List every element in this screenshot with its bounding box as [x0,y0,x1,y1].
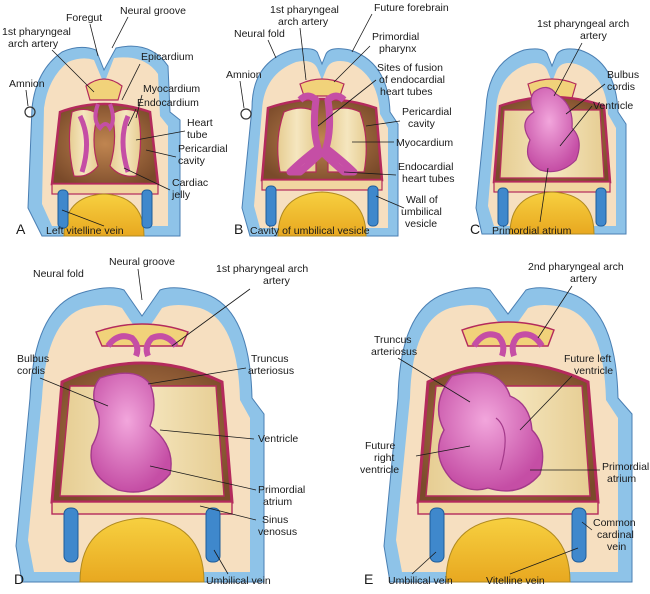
label-primordial-atrium: Primordial atrium [492,225,572,237]
label-amnion: Amnion [226,69,262,81]
panel-D: Neural groove Neural fold 1st pharyngeal… [14,256,308,587]
panel-E: 2nd pharyngeal arch artery Truncus arter… [360,261,649,587]
label-truncus-arteriosus-line2: arteriosus [248,365,294,377]
label-neural-groove: Neural groove [120,5,186,17]
label-cardiac-jelly-line2: jelly [171,189,191,201]
panel-E-leader-lines [397,285,600,575]
label-1st-pharyngeal-arch-artery-line1: 1st pharyngeal arch [537,18,629,30]
label-sinus-venosus-line1: Sinus [262,514,288,526]
label-endocardium: Endocardium [137,97,199,109]
label-vitelline-vein: Vitelline vein [486,575,545,587]
label-common-cardinal-vein-line3: vein [607,541,626,553]
panel-letter-D: D [14,571,24,587]
label-umbilical-vein: Umbilical vein [206,575,271,587]
label-future-right-ventricle-line1: Future [365,440,396,452]
panel-letter-A: A [16,221,26,237]
label-primordial-pharynx-line1: Primordial [372,31,419,43]
label-neural-fold: Neural fold [33,268,84,280]
label-primordial-atrium-line1: Primordial [258,484,305,496]
panel-letter-E: E [364,571,373,587]
panel-C-labels: 1st pharyngeal arch artery Bulbus cordis… [470,18,639,237]
label-1st-pharyngeal-arch-artery-line2: artery [580,30,608,42]
panel-B-labels: 1st pharyngeal arch artery Neural fold F… [226,2,455,237]
label-bulbus-cordis-line2: cordis [17,365,45,377]
label-truncus-arteriosus-line1: Truncus [374,334,412,346]
label-cardiac-jelly-line1: Cardiac [172,177,208,189]
panel-E-drawing [383,287,633,583]
label-1st-pharyngeal-arch-artery-line1: 1st pharyngeal [270,4,339,16]
label-sinus-venosus-line2: venosus [258,526,297,538]
label-myocardium: Myocardium [396,137,453,149]
panel-E-labels: 2nd pharyngeal arch artery Truncus arter… [360,261,649,587]
panel-C-drawing [475,48,627,235]
label-1st-pharyngeal-arch-artery-line2: arch artery [8,38,59,50]
label-future-right-ventricle-line2: right [374,452,395,464]
panel-B-drawing [240,48,399,237]
label-umbilical-vein: Umbilical vein [388,575,453,587]
label-future-left-ventricle-line2: ventricle [574,365,613,377]
label-epicardium: Epicardium [141,51,194,63]
label-1st-pharyngeal-arch-artery-line1: 1st pharyngeal arch [216,263,308,275]
label-pericardial-cavity-line2: cavity [178,155,206,167]
label-1st-pharyngeal-arch-artery-line2: arch artery [278,16,329,28]
panel-A-drawing [24,45,181,237]
label-primordial-pharynx-line2: pharynx [379,43,417,55]
label-1st-pharyngeal-arch-artery-line2: artery [263,275,291,287]
panel-B: 1st pharyngeal arch artery Neural fold F… [226,2,455,237]
label-common-cardinal-vein-line1: Common [593,517,636,529]
label-primordial-atrium-line2: atrium [607,473,636,485]
label-bulbus-cordis-line2: cordis [607,81,635,93]
label-2nd-pharyngeal-arch-artery-line1: 2nd pharyngeal arch [528,261,624,273]
label-primordial-atrium-line1: Primordial [602,461,649,473]
label-sites-of-fusion-line3: heart tubes [380,86,433,98]
label-sites-of-fusion-line1: Sites of fusion [377,62,443,74]
label-wall-of-umbilical-vesicle-line2: umbilical [401,206,442,218]
label-bulbus-cordis-line1: Bulbus [17,353,49,365]
label-left-vitelline-vein: Left vitelline vein [46,225,124,237]
label-ventricle: Ventricle [593,100,633,112]
label-bulbus-cordis-line1: Bulbus [607,69,639,81]
panel-A: Foregut Neural groove 1st pharyngeal arc… [2,5,228,237]
panel-C: 1st pharyngeal arch artery Bulbus cordis… [470,18,639,237]
panel-D-labels: Neural groove Neural fold 1st pharyngeal… [14,256,308,587]
label-wall-of-umbilical-vesicle-line3: vesicle [405,218,437,230]
label-heart-tube-line2: tube [187,129,208,141]
label-endocardial-heart-tubes-line2: heart tubes [402,173,455,185]
label-future-right-ventricle-line3: ventricle [360,464,399,476]
panel-A-leader-lines [25,16,186,227]
label-wall-of-umbilical-vesicle-line1: Wall of [406,194,438,206]
panel-D-drawing [15,287,265,583]
label-ventricle: Ventricle [258,433,298,445]
panel-D-leader-lines [39,268,257,575]
label-foregut: Foregut [66,12,102,24]
panel-letter-B: B [234,221,243,237]
label-heart-tube-line1: Heart [187,117,213,129]
label-sites-of-fusion-line2: of endocardial [379,74,445,86]
label-1st-pharyngeal-arch-artery-line1: 1st pharyngeal [2,26,71,38]
label-pericardial-cavity-line1: Pericardial [178,143,228,155]
label-truncus-arteriosus-line2: arteriosus [371,346,417,358]
label-myocardium: Myocardium [143,83,200,95]
label-amnion: Amnion [9,78,45,90]
panel-C-leader-lines [539,42,606,223]
panel-A-labels: Foregut Neural groove 1st pharyngeal arc… [2,5,228,237]
label-pericardial-cavity-line2: cavity [408,118,436,130]
label-pericardial-cavity-line1: Pericardial [402,106,452,118]
label-cavity-of-umbilical-vesicle: Cavity of umbilical vesicle [250,225,370,237]
label-truncus-arteriosus-line1: Truncus [251,353,289,365]
label-neural-groove: Neural groove [109,256,175,268]
label-primordial-atrium-line2: atrium [263,496,292,508]
label-future-forebrain: Future forebrain [374,2,449,14]
label-common-cardinal-vein-line2: cardinal [597,529,634,541]
panel-B-leader-lines [239,13,405,209]
label-future-left-ventricle-line1: Future left [564,353,611,365]
label-neural-fold: Neural fold [234,28,285,40]
label-2nd-pharyngeal-arch-artery-line2: artery [570,273,598,285]
panel-letter-C: C [470,221,480,237]
label-endocardial-heart-tubes-line1: Endocardial [398,161,453,173]
